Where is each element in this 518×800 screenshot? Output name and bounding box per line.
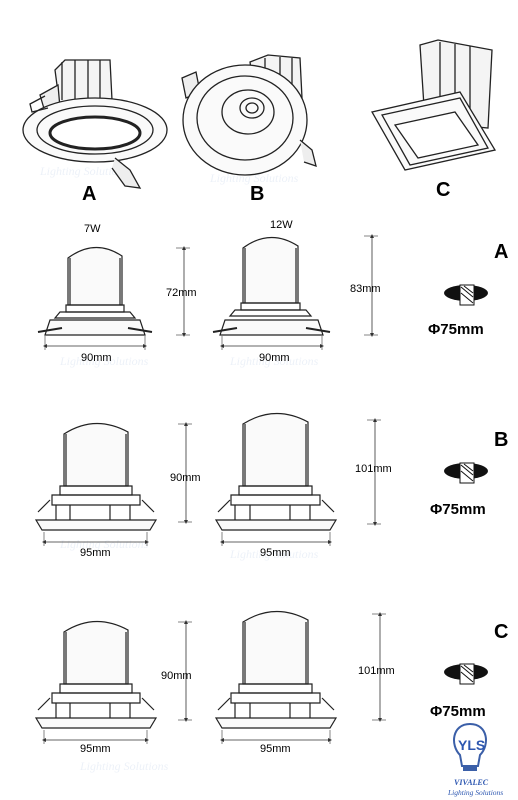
row-b-left-height: 90mm bbox=[170, 472, 201, 484]
row-a-left-height: 72mm bbox=[166, 287, 197, 299]
product-c-label: C bbox=[436, 179, 450, 201]
row-c-left-width: 95mm bbox=[80, 743, 111, 755]
row-b-left-fixture bbox=[34, 422, 158, 531]
product-b-illustration bbox=[181, 54, 317, 176]
svg-text:Lighting Solutions: Lighting Solutions bbox=[209, 171, 299, 185]
row-c: 95mm 90mm 95mm 101mm C Φ75mm bbox=[34, 610, 508, 755]
logo-brand: VIVALEC bbox=[454, 778, 489, 787]
row-a-right-fixture bbox=[212, 236, 331, 336]
row-a-right-height: 83mm bbox=[350, 283, 381, 295]
watermark-layer: Lighting Solutions Lighting Solutions Li… bbox=[39, 164, 319, 773]
ceiling-cutout-icon bbox=[444, 462, 488, 484]
row-a-left-width: 90mm bbox=[81, 352, 112, 364]
row-a-right-wattage: 12W bbox=[270, 219, 293, 231]
row-c-right-height: 101mm bbox=[358, 665, 395, 677]
row-b-right-fixture bbox=[214, 412, 338, 531]
svg-text:Lighting Solutions: Lighting Solutions bbox=[59, 354, 149, 368]
product-b-label: B bbox=[250, 183, 264, 205]
row-b-right-height: 101mm bbox=[355, 463, 392, 475]
row-b-right-width: 95mm bbox=[260, 547, 291, 559]
bulb-logo-icon: YLS bbox=[453, 722, 487, 771]
row-c-cutout: Φ75mm bbox=[430, 703, 486, 720]
row-b-left-width: 95mm bbox=[80, 547, 111, 559]
row-b-letter: B bbox=[494, 429, 508, 451]
row-a: 7W 12W 90mm 72mm 90mm bbox=[37, 219, 508, 364]
row-a-cutout: Φ75mm bbox=[428, 321, 484, 338]
ceiling-cutout-icon bbox=[444, 663, 488, 685]
row-c-right-width: 95mm bbox=[260, 743, 291, 755]
row-c-left-height: 90mm bbox=[161, 670, 192, 682]
row-c-right-fixture bbox=[214, 610, 338, 729]
logo-tagline: Lighting Solutions bbox=[447, 788, 503, 797]
product-c-illustration bbox=[371, 39, 497, 171]
row-b: 95mm 90mm 95mm 101mm B Φ75mm bbox=[34, 412, 508, 559]
row-c-letter: C bbox=[494, 621, 508, 643]
svg-text:Lighting Solutions: Lighting Solutions bbox=[79, 759, 169, 773]
row-a-left-wattage: 7W bbox=[84, 223, 101, 235]
logo-mark: YLS bbox=[458, 737, 485, 753]
svg-text:Lighting Solutions: Lighting Solutions bbox=[229, 354, 319, 368]
ceiling-cutout-icon bbox=[444, 284, 488, 306]
row-c-left-fixture bbox=[34, 620, 158, 729]
svg-text:Lighting Solutions: Lighting Solutions bbox=[229, 547, 319, 561]
product-a-label: A bbox=[82, 183, 96, 205]
row-a-letter: A bbox=[494, 241, 508, 263]
svg-text:Lighting Solutions: Lighting Solutions bbox=[39, 164, 129, 178]
row-a-right-width: 90mm bbox=[259, 352, 290, 364]
product-a-illustration bbox=[22, 59, 168, 189]
row-a-left-fixture bbox=[37, 246, 153, 336]
row-b-cutout: Φ75mm bbox=[430, 501, 486, 518]
